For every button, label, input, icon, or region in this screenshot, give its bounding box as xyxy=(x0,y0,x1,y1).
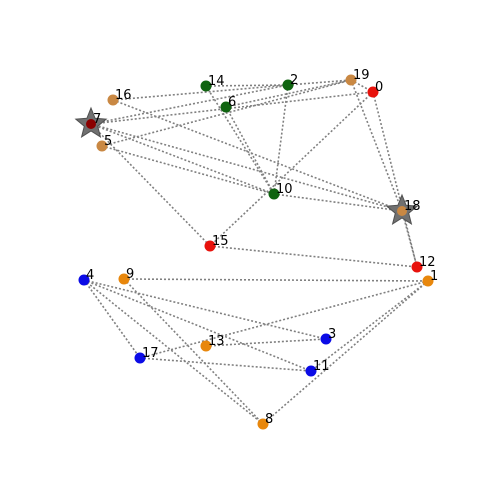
edge-7-2 xyxy=(90,84,289,125)
edge-17-11 xyxy=(139,357,312,372)
node-label-9: 9 xyxy=(126,267,134,282)
node-19 xyxy=(345,74,357,86)
node-15 xyxy=(204,240,216,252)
node-3 xyxy=(320,333,332,345)
node-label-5: 5 xyxy=(104,134,112,149)
node-label-13: 13 xyxy=(208,334,225,349)
edge-19-18 xyxy=(350,79,403,212)
edge-14-2 xyxy=(205,84,289,87)
node-label-8: 8 xyxy=(265,412,273,427)
node-label-11: 11 xyxy=(313,359,330,374)
edge-15-12 xyxy=(209,245,418,268)
edge-7-18 xyxy=(90,123,403,212)
edge-13-3 xyxy=(205,338,327,347)
node-10 xyxy=(268,188,280,200)
edge-7-0 xyxy=(90,91,374,125)
node-2 xyxy=(282,79,294,91)
node-16 xyxy=(107,94,119,106)
edge-9-1 xyxy=(123,278,429,282)
edge-1-11 xyxy=(310,280,429,372)
edge-4-17 xyxy=(83,279,141,359)
edge-16-2 xyxy=(112,84,289,101)
edge-4-11 xyxy=(83,279,312,372)
edge-10-18 xyxy=(273,193,403,212)
node-label-19: 19 xyxy=(353,68,370,83)
node-14 xyxy=(200,80,212,92)
edge-0-15 xyxy=(209,91,374,247)
node-1 xyxy=(422,275,434,287)
node-13 xyxy=(200,340,212,352)
node-18 xyxy=(397,206,407,216)
node-label-12: 12 xyxy=(419,255,436,270)
nodes-layer xyxy=(74,74,434,430)
node-label-0: 0 xyxy=(375,80,383,95)
edge-7-10 xyxy=(90,123,275,195)
node-label-14: 14 xyxy=(208,74,225,89)
edge-12-18 xyxy=(401,210,418,268)
node-label-10: 10 xyxy=(276,182,293,197)
node-label-2: 2 xyxy=(290,73,298,88)
node-label-3: 3 xyxy=(328,327,336,342)
node-0 xyxy=(367,86,379,98)
edges-layer xyxy=(83,79,429,425)
node-label-7: 7 xyxy=(93,112,101,127)
node-label-16: 16 xyxy=(115,88,132,103)
node-6 xyxy=(220,101,232,113)
edge-1-8 xyxy=(262,280,429,425)
edge-5-19 xyxy=(101,79,352,147)
node-11 xyxy=(305,365,317,377)
edge-0-12 xyxy=(372,91,418,268)
edge-4-3 xyxy=(83,279,327,340)
edge-2-19 xyxy=(287,79,352,86)
node-label-17: 17 xyxy=(142,346,159,361)
node-9 xyxy=(118,273,130,285)
node-label-6: 6 xyxy=(228,95,236,110)
node-label-1: 1 xyxy=(430,269,438,284)
edge-9-8 xyxy=(123,278,264,425)
edge-5-10 xyxy=(101,145,275,195)
node-8 xyxy=(257,418,269,430)
edge-16-18 xyxy=(112,99,403,212)
node-17 xyxy=(134,352,146,364)
node-7 xyxy=(86,119,96,129)
edge-1-17 xyxy=(139,280,429,359)
node-12 xyxy=(411,261,423,273)
edge-6-19 xyxy=(225,79,352,108)
node-4 xyxy=(78,274,90,286)
edge-6-10 xyxy=(225,106,275,195)
node-label-4: 4 xyxy=(86,268,94,283)
edge-14-10 xyxy=(205,85,275,195)
node-label-18: 18 xyxy=(404,199,421,214)
node-5 xyxy=(96,140,108,152)
node-label-15: 15 xyxy=(212,234,229,249)
